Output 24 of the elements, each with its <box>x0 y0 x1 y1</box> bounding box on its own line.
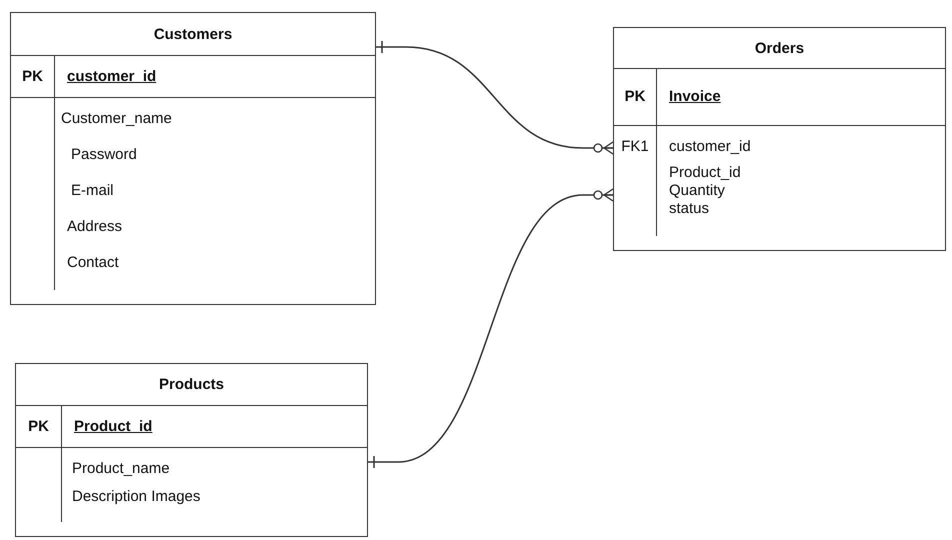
attribute-field: Password <box>55 146 137 164</box>
table-title: Customers <box>154 26 232 42</box>
attribute-field: Product_id Quantity status <box>657 164 749 218</box>
attribute-field: Customer_name <box>55 110 172 128</box>
primary-key-field: customer_id <box>55 68 375 86</box>
key-label: PK <box>27 418 50 436</box>
entity-table <box>10 12 376 305</box>
key-label: FK1 <box>621 138 649 156</box>
table-title: Orders <box>754 40 804 56</box>
attribute-field: Description Images <box>62 488 200 506</box>
table-title: Products <box>158 376 224 393</box>
attribute-field: Address <box>55 218 122 236</box>
entity-table <box>613 27 946 251</box>
relationship-line <box>376 40 614 155</box>
attribute-field: customer_id <box>657 138 751 156</box>
primary-key-field: Product_id <box>62 418 367 436</box>
attribute-field: Contact <box>55 254 119 272</box>
key-label: PK <box>624 88 646 106</box>
relationship-line <box>368 188 614 469</box>
key-label: PK <box>21 68 44 86</box>
attribute-field: E-mail <box>55 182 114 200</box>
primary-key-field: Invoice <box>657 88 945 106</box>
attribute-field: Product_name <box>62 460 170 478</box>
entity-table <box>15 363 368 537</box>
